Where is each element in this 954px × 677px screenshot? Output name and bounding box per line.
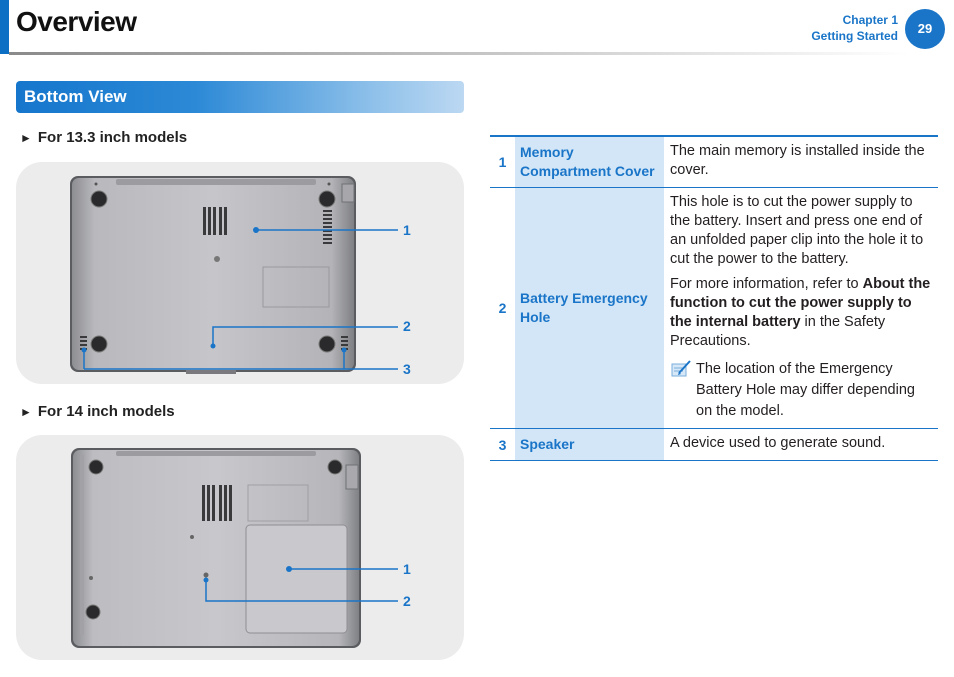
- section-title: Bottom View: [24, 87, 127, 106]
- reference-bold: About the function to cut the power supp…: [670, 276, 931, 330]
- chapter-label: Chapter 1 Getting Started: [811, 12, 898, 44]
- row-name: Memory Compartment Cover: [515, 137, 664, 187]
- page-title: Overview: [16, 6, 137, 37]
- model-heading-14: ► For 14 inch models: [20, 403, 175, 420]
- row-name: Speaker: [515, 429, 664, 460]
- table-row: 3 Speaker A device used to generate soun…: [490, 429, 938, 461]
- callout-2-13: 2: [403, 318, 411, 334]
- row-name: Battery Emergency Hole: [515, 188, 664, 428]
- table-top-rule: [490, 135, 938, 137]
- row-description: The main memory is installed inside the …: [670, 143, 925, 178]
- note: The location of the Emergency Battery Ho…: [670, 359, 934, 422]
- row-description: A device used to generate sound.: [670, 435, 886, 451]
- page-number-badge: 29: [905, 9, 945, 49]
- bottom-view-panel-13: 1 2 3: [16, 162, 464, 384]
- chapter-name: Getting Started: [811, 29, 898, 43]
- row-reference: For more information, refer to About the…: [670, 275, 934, 351]
- table-row: 2 Battery Emergency Hole This hole is to…: [490, 188, 938, 429]
- section-heading: Bottom View: [16, 81, 464, 113]
- parts-table: 1 Memory Compartment Cover The main memo…: [490, 135, 938, 461]
- chapter-number: Chapter 1: [842, 13, 898, 27]
- row-number: 1: [498, 154, 507, 170]
- callout-1-14: 1: [403, 561, 411, 577]
- row-number: 3: [498, 436, 507, 453]
- model-label-13: For 13.3 inch models: [37, 129, 188, 146]
- right-triangle-icon: ►: [20, 405, 32, 419]
- row-description-text: This hole is to cut the power supply to …: [670, 194, 924, 267]
- header-divider: [9, 52, 909, 55]
- callout-1-13: 1: [403, 222, 411, 238]
- model-heading-13: ► For 13.3 inch models: [20, 129, 187, 146]
- reference-suffix: in the Safety Precautions.: [670, 314, 886, 349]
- row-description: This hole is to cut the power supply to …: [664, 188, 938, 428]
- table-row: 1 Memory Compartment Cover The main memo…: [490, 137, 938, 188]
- row-number: 2: [498, 300, 507, 316]
- note-text: The location of the Emergency Battery Ho…: [696, 361, 915, 419]
- callout-2-14: 2: [403, 593, 411, 609]
- callout-3-13: 3: [403, 361, 411, 377]
- laptop-bottom-13-image: [70, 176, 398, 374]
- reference-prefix: For more information, refer to: [670, 276, 863, 292]
- note-pencil-icon: [671, 360, 691, 377]
- laptop-bottom-14-image: [71, 448, 398, 648]
- header-accent-bar: [0, 0, 9, 54]
- bottom-view-panel-14: 1 2: [16, 435, 464, 660]
- right-triangle-icon: ►: [20, 131, 32, 145]
- model-label-14: For 14 inch models: [37, 403, 175, 420]
